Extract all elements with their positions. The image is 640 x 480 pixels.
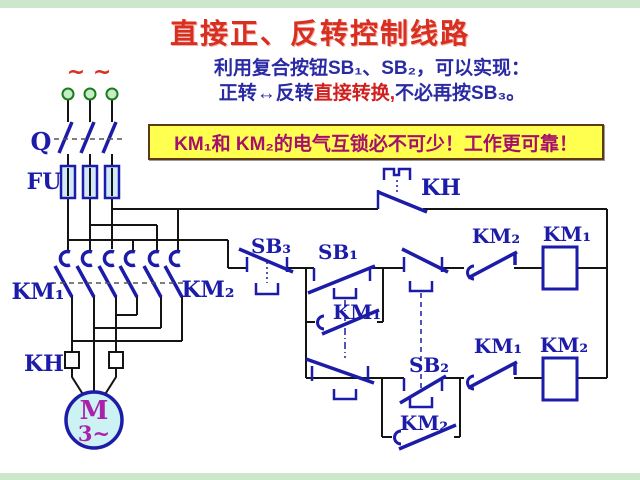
km2-main-blades	[118, 265, 184, 298]
km2-coil: KM₂	[540, 333, 588, 402]
sb2-actuator	[408, 397, 434, 409]
sb2-blade	[399, 374, 447, 405]
km1-interlock-contact: KM₁	[466, 334, 522, 391]
page-title: 直接正、反转控制线路	[169, 18, 470, 49]
kh-overload-label: KH	[24, 351, 64, 377]
phase-terminal	[61, 87, 75, 101]
control-kh-contact: KH	[376, 167, 461, 214]
km2-aux-blade	[398, 423, 457, 451]
kh-thermal-symbol	[382, 167, 412, 180]
km2-coil-box	[541, 356, 579, 402]
motor-circle	[64, 390, 124, 450]
wiring	[67, 100, 608, 438]
q-switch: Q	[31, 121, 126, 156]
km1-selfhold-label: KM₁	[333, 300, 381, 324]
km1-main-blades	[53, 265, 118, 298]
sb1-blade	[307, 264, 376, 295]
fu-fuses: FU	[27, 164, 121, 200]
top-border-strip	[0, 0, 640, 8]
km1-interlock-label: KM₁	[474, 334, 522, 358]
fuse-wires	[67, 168, 113, 196]
km2-selfhold-contact: KM₂	[393, 411, 457, 451]
kh-heater	[108, 351, 124, 369]
km1-coil-box	[541, 245, 579, 291]
sb2-label: SB₂	[409, 353, 449, 377]
motor-m-label: M	[80, 396, 109, 426]
km1-interlock-blade	[467, 360, 518, 390]
sb1-nc-terminals	[310, 366, 370, 381]
sb1-terminals	[312, 268, 372, 281]
contact-terminals	[58, 249, 181, 268]
sb1-button: SB₁	[307, 240, 376, 358]
sb1-nc-blade	[305, 357, 375, 385]
sb1-label: SB₁	[318, 240, 358, 264]
sb3-actuator	[254, 283, 280, 296]
q-switch-label: Q	[31, 127, 52, 156]
km2-interlock-blade	[467, 250, 518, 280]
sb1-actuator	[332, 288, 358, 300]
bottom-border-strip	[0, 473, 640, 480]
motor: M 3~	[64, 390, 124, 450]
sb3-label: SB₃	[251, 234, 291, 258]
subtitle-line2-part2: 直接转换,	[313, 83, 396, 104]
kh-heater	[64, 351, 80, 369]
sb1-nc-actuator	[332, 389, 358, 401]
sb2-button: SB₂	[399, 353, 449, 409]
km1-interlock-terminal	[466, 374, 475, 391]
fu-label: FU	[27, 169, 62, 195]
km2-selfhold-label: KM₂	[400, 411, 448, 435]
sb3-button: SB₃	[238, 234, 294, 296]
km2-main-label: KM₂	[181, 277, 234, 303]
km2-interlock-contact: KM₂	[466, 224, 520, 281]
sb3-blade	[238, 247, 294, 274]
kh-contact-blade	[377, 190, 428, 214]
kh-overload: KH	[24, 351, 124, 377]
sb1-nc-contact	[305, 357, 375, 401]
kh-contact-label: KH	[421, 175, 461, 201]
phase-terminal	[83, 87, 97, 101]
km2-interlock-label: KM₂	[472, 224, 520, 248]
km1-aux-terminal	[316, 314, 325, 331]
km2-coil-label: KM₂	[540, 333, 588, 357]
subtitle-line2-part1: 正转↔反转	[218, 83, 314, 104]
km1-aux-blade	[321, 308, 380, 336]
km1-main-label: KM₁	[11, 279, 64, 305]
power-source: ~ ~	[61, 60, 119, 101]
ac-source-label: ~ ~	[67, 60, 112, 85]
km1-coil-label: KM₁	[543, 222, 591, 246]
km1-selfhold-contact: KM₁	[316, 300, 381, 336]
main-contacts	[53, 249, 184, 298]
sb2-nc-blade	[401, 247, 449, 274]
sb2-nc-actuator	[408, 281, 434, 293]
km2-aux-terminal	[393, 429, 402, 446]
km1-coil: KM₁	[541, 222, 591, 291]
subtitle-line2-part3: 不必再按SB₃。	[395, 83, 526, 104]
subtitle-line1: 利用复合按钮SB₁、SB₂，可以实现：	[213, 58, 531, 79]
phase-terminal	[105, 87, 119, 101]
subtitle-text: 利用复合按钮SB₁、SB₂，可以实现： 正转↔反转直接转换,不必再按SB₃。	[172, 56, 572, 106]
km2-interlock-terminal	[466, 264, 475, 281]
interlock-note-banner: KM₁和 KM₂的电气互锁必不可少！工作更可靠！	[148, 124, 604, 160]
motor-3ph-label: 3~	[78, 421, 110, 446]
q-switch-blades	[57, 121, 118, 154]
sb2-nc-contact	[401, 247, 449, 388]
subtitle-line2: 正转↔反转直接转换,不必再按SB₃。	[172, 81, 572, 106]
